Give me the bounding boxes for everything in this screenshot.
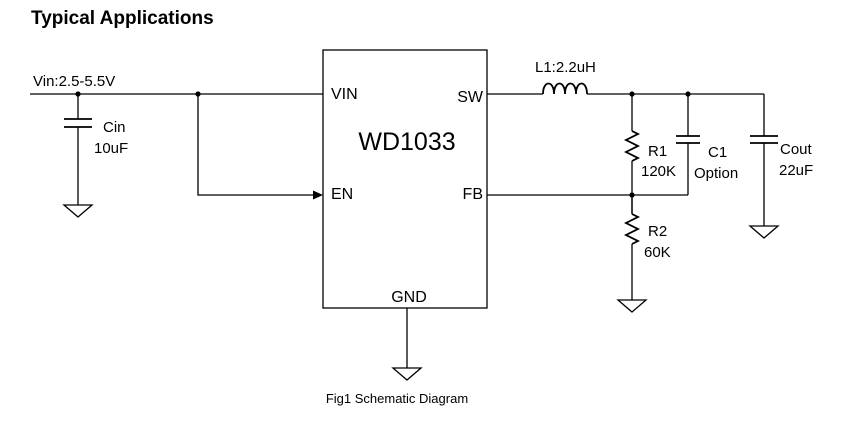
r2-value-label: 60K	[644, 244, 671, 261]
ground-symbol-ic	[391, 367, 423, 381]
section-heading: Typical Applications	[31, 8, 214, 29]
en-wire	[197, 94, 317, 196]
pin-en-label: EN	[331, 186, 353, 203]
cout-value-label: 22uF	[779, 162, 813, 179]
en-arrow-icon	[313, 190, 323, 200]
r1-name-label: R1	[648, 143, 667, 160]
ic-body	[322, 49, 488, 309]
r2-name-label: R2	[648, 223, 667, 240]
resistor-r2	[623, 195, 641, 300]
cout-name-label: Cout	[780, 141, 813, 158]
c1-value-label: Option	[694, 165, 738, 182]
pin-gnd-label: GND	[391, 289, 427, 306]
cin-value-label: 10uF	[94, 140, 128, 157]
vin-supply-label: Vin:2.5-5.5V	[33, 73, 115, 90]
pin-fb-label: FB	[463, 186, 483, 203]
ground-symbol-cout	[748, 225, 780, 239]
inductor-l1	[542, 82, 588, 95]
ground-symbol-cin	[62, 204, 94, 218]
figure-caption: Fig1 Schematic Diagram	[326, 391, 468, 406]
ground-symbol-r2	[616, 299, 648, 313]
c1-name-label: C1	[708, 144, 727, 161]
c1-capacitor	[676, 94, 700, 195]
cin-capacitor	[64, 94, 92, 205]
ic-name: WD1033	[358, 128, 455, 156]
pin-vin-label: VIN	[331, 86, 358, 103]
cin-name-label: Cin	[103, 119, 126, 136]
cout-capacitor	[750, 94, 778, 226]
r1-value-label: 120K	[641, 163, 676, 180]
inductor-label: L1:2.2uH	[535, 59, 596, 76]
pin-sw-label: SW	[457, 89, 484, 106]
